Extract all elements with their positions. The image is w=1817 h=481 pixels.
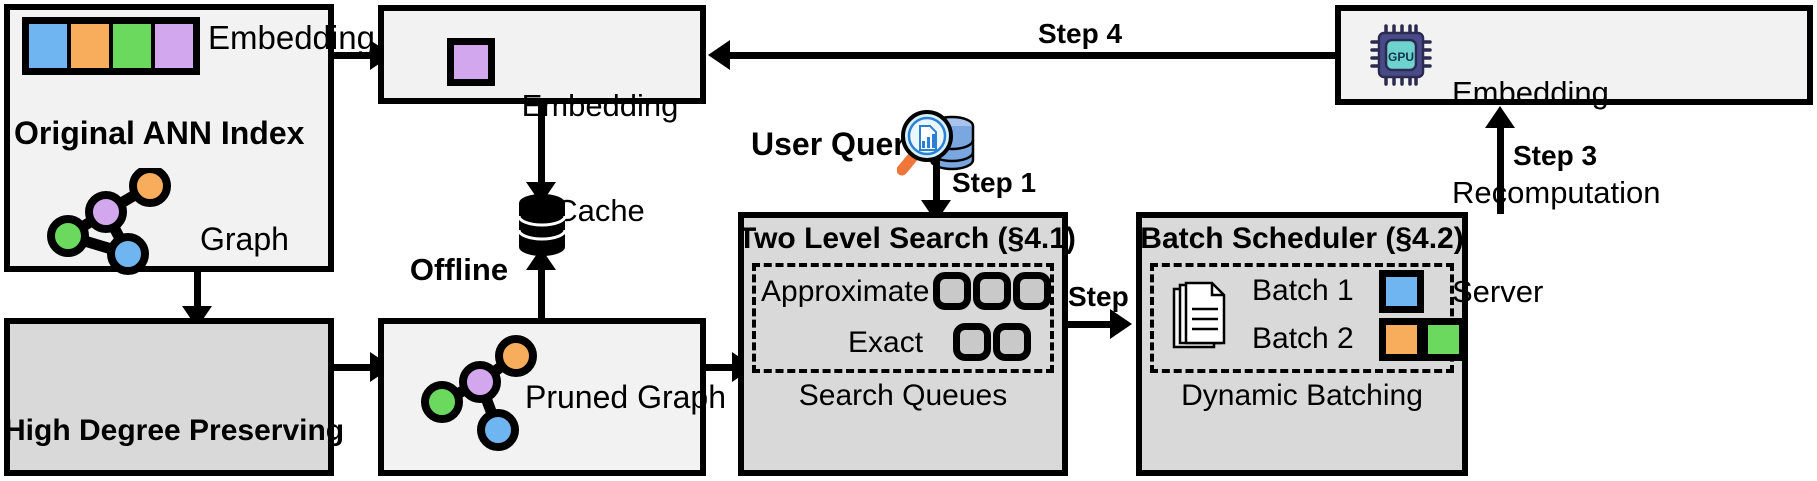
magnifier-database-icon [897,110,975,176]
batch1-block-blue [1379,270,1424,313]
arrow-pruned-to-storage-line [538,262,545,322]
step3-label: Step 3 [1513,140,1598,171]
embedding-cell-orange [71,24,113,68]
batch2-block-orange [1379,318,1424,361]
batch2-label: Batch 2 [1252,322,1354,355]
arrow-pruned-to-storage-head [526,248,556,270]
step4-label: Step 4 [1038,18,1123,49]
arrow-index-to-cache-line [334,52,376,59]
search-queues-footer: Search Queues [798,379,1008,412]
offline-storage-line1: Offline [409,252,509,288]
graph-pruning-box [4,318,334,476]
exact-queue-cell-1 [953,323,991,361]
arrow-step3-line [1497,122,1504,214]
recomputation-server-line2: Recomputation [1452,174,1661,210]
arrow-pruned-to-search-line [706,364,738,371]
graph-label: Graph [200,221,289,257]
arrow-step4-line [730,52,1335,59]
recomputation-server-label: Embedding Recomputation Server [1452,10,1661,375]
svg-text:GPU: GPU [1388,50,1414,64]
approximate-queue-cell-2 [973,272,1011,310]
approximate-label: Approximate [761,275,930,308]
original-ann-index-title: Original ANN Index [14,115,305,151]
approximate-queue-cell-3 [1013,272,1051,310]
gpu-chip-icon: GPU [1370,24,1432,86]
arrow-step4-head [708,40,730,70]
original-graph-icon [47,168,171,275]
recomputation-server-line3: Server [1452,274,1544,310]
embedding-cell-blue [29,24,71,68]
embedding-cache-label: Embedding Cache [510,20,690,298]
embedding-label: Embedding [208,19,375,56]
exact-label: Exact [848,326,924,359]
arrow-index-to-pruning-line [194,272,201,314]
batch-scheduler-title: Batch Scheduler (§4.2) [1140,222,1464,255]
embedding-cell-purple [155,24,193,68]
approximate-queue-cell-1 [933,272,971,310]
two-level-search-title: Two Level Search (§4.1) [738,222,1076,255]
graph-pruning-line1: High Degree Preserving [4,414,345,447]
arrow-step1-line [933,158,940,210]
arrow-cache-to-storage-line [538,104,545,190]
embedding-cache-line2: Cache [555,192,645,228]
recomputation-server-line1: Embedding [1452,75,1609,111]
embedding-strip [22,17,200,75]
batch2-block-green [1421,318,1466,361]
pruned-graph-label: Pruned Graph [525,379,727,415]
graph-pruning-label: High Degree Preserving Graph Pruning (§5… [4,330,345,481]
arrow-step3-head [1485,106,1515,128]
embedding-cell-green [113,24,155,68]
exact-queue-cell-2 [993,323,1031,361]
pruned-graph-icon [421,335,537,451]
batch1-label: Batch 1 [1252,274,1354,307]
arrow-step2-head [1110,309,1132,339]
arrow-pruning-to-pruned-line [334,364,376,371]
cache-purple-square-icon [447,38,495,86]
dynamic-batching-footer: Dynamic Batching [1181,379,1423,412]
embedding-cache-box [378,5,706,104]
search-queues-panel [752,263,1054,373]
arrow-step2-line [1068,321,1116,328]
step1-label: Step 1 [952,167,1037,198]
embedding-cache-line1: Embedding [521,88,679,124]
documents-icon [1172,281,1226,349]
